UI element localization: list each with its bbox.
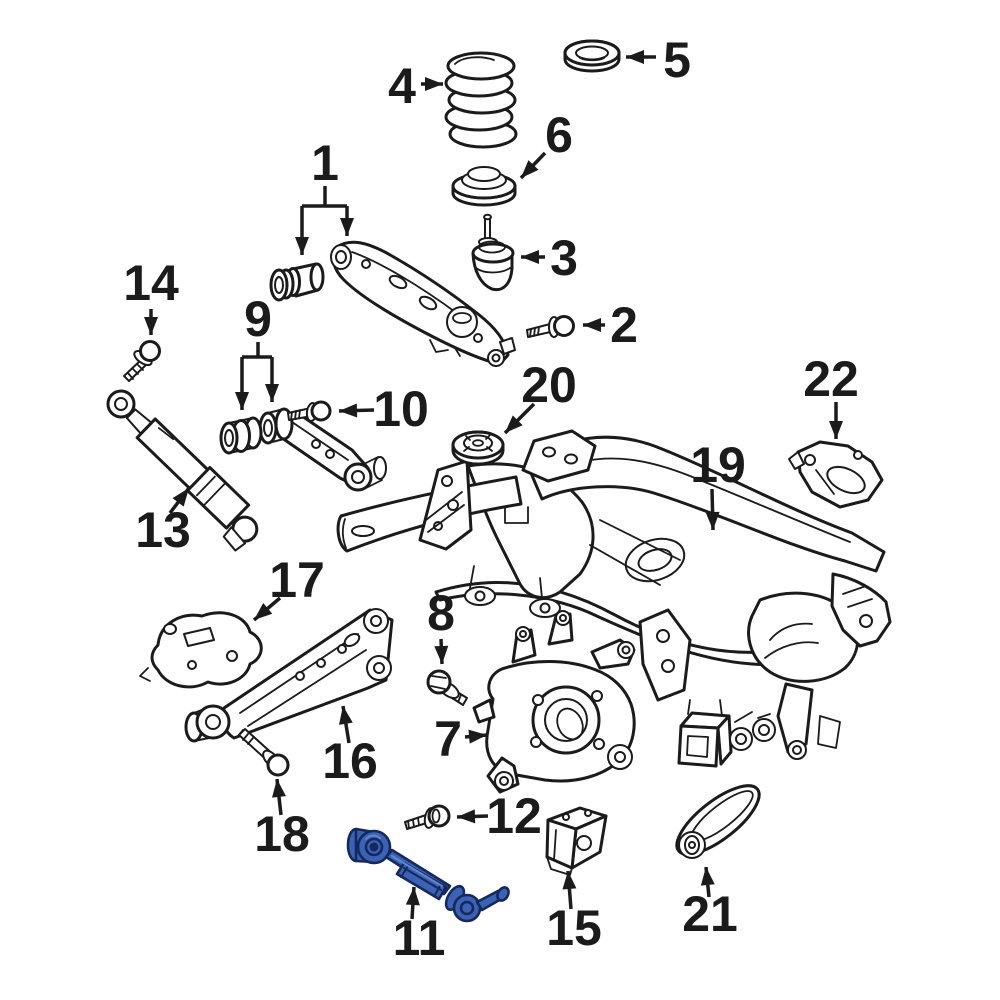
callout-9: 9 xyxy=(235,291,279,410)
part-16-trailing-arm xyxy=(184,608,394,743)
callout-18: 18 xyxy=(254,778,310,862)
part-11-lateral-link-highlighted xyxy=(346,827,510,923)
callout-19: 19 xyxy=(690,437,746,531)
part-6-spring-insulator xyxy=(451,166,517,207)
part-15-bracket xyxy=(545,806,608,876)
callout-1: 1 xyxy=(295,135,354,255)
part-22-bracket xyxy=(788,440,884,509)
callout-7-label: 7 xyxy=(434,711,462,767)
callout-16: 16 xyxy=(322,705,378,789)
callout-5: 5 xyxy=(626,32,691,88)
callout-12-label: 12 xyxy=(486,788,542,844)
part-10-bolt xyxy=(287,400,332,422)
callout-3-label: 3 xyxy=(550,230,578,286)
callout-20-label: 20 xyxy=(521,357,577,413)
callout-2-label: 2 xyxy=(610,297,638,353)
part-14-bolt xyxy=(123,340,161,382)
part-4-coil-spring xyxy=(444,51,518,149)
callout-11: 11 xyxy=(393,886,446,966)
part-18-bolt xyxy=(237,728,290,777)
part-13-shock-absorber xyxy=(106,389,259,552)
callout-11-label: 11 xyxy=(393,910,446,966)
callout-14: 14 xyxy=(123,255,179,335)
callout-9-label: 9 xyxy=(244,291,272,347)
callout-17-label: 17 xyxy=(269,552,325,608)
callout-12: 12 xyxy=(456,788,542,844)
callout-21: 21 xyxy=(682,866,738,942)
callout-22: 22 xyxy=(803,351,859,439)
part-19-subframe xyxy=(336,429,892,768)
callout-8-label: 8 xyxy=(427,585,455,641)
callout-18-label: 18 xyxy=(254,806,310,862)
callout-10-label: 10 xyxy=(373,381,429,437)
callout-1-label: 1 xyxy=(311,135,339,191)
callout-20: 20 xyxy=(503,357,577,435)
callout-13-label: 13 xyxy=(135,502,191,558)
callout-6: 6 xyxy=(519,107,573,180)
callout-4-label: 4 xyxy=(388,58,416,114)
callout-14-label: 14 xyxy=(123,255,179,311)
callout-15: 15 xyxy=(546,870,602,956)
callout-15-label: 15 xyxy=(546,900,602,956)
callout-17: 17 xyxy=(252,552,325,622)
part-21-arm-bracket xyxy=(675,784,761,859)
part-1-control-arm-assembly xyxy=(269,240,516,367)
part-20-grommet xyxy=(451,430,505,466)
part-17-bracket-plate xyxy=(139,611,263,689)
callout-21-label: 21 xyxy=(682,886,738,942)
callout-6-label: 6 xyxy=(545,107,573,163)
part-3-bump-stop xyxy=(471,213,515,292)
part-9-bushings-and-arm xyxy=(219,407,387,492)
callout-13: 13 xyxy=(135,486,191,558)
callout-8: 8 xyxy=(427,585,455,665)
part-12-bolt xyxy=(404,804,451,830)
part-2-bolt xyxy=(526,315,575,338)
callout-22-label: 22 xyxy=(803,351,859,407)
part-7-knuckle xyxy=(472,610,636,794)
callout-19-label: 19 xyxy=(690,437,746,493)
callout-4: 4 xyxy=(388,58,443,114)
callout-2: 2 xyxy=(583,297,638,353)
part-5-spring-seat xyxy=(563,39,621,73)
callout-7: 7 xyxy=(434,711,488,767)
callout-16-label: 16 xyxy=(322,733,378,789)
callout-3: 3 xyxy=(521,230,578,286)
callout-5-label: 5 xyxy=(663,32,691,88)
callout-10: 10 xyxy=(338,381,429,437)
part-8-bolt xyxy=(426,669,468,706)
